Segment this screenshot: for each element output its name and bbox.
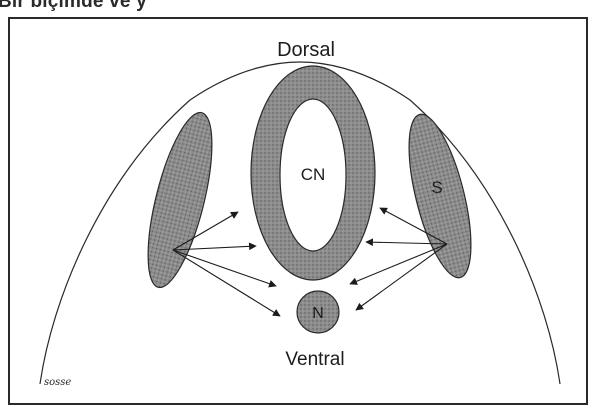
label-dorsal: Dorsal	[277, 39, 335, 61]
label-n: N	[312, 305, 324, 322]
label-cn: CN	[301, 165, 326, 184]
artist-signature: sosse	[44, 377, 71, 388]
label-s: S	[431, 178, 442, 197]
label-ventral: Ventral	[285, 349, 344, 370]
